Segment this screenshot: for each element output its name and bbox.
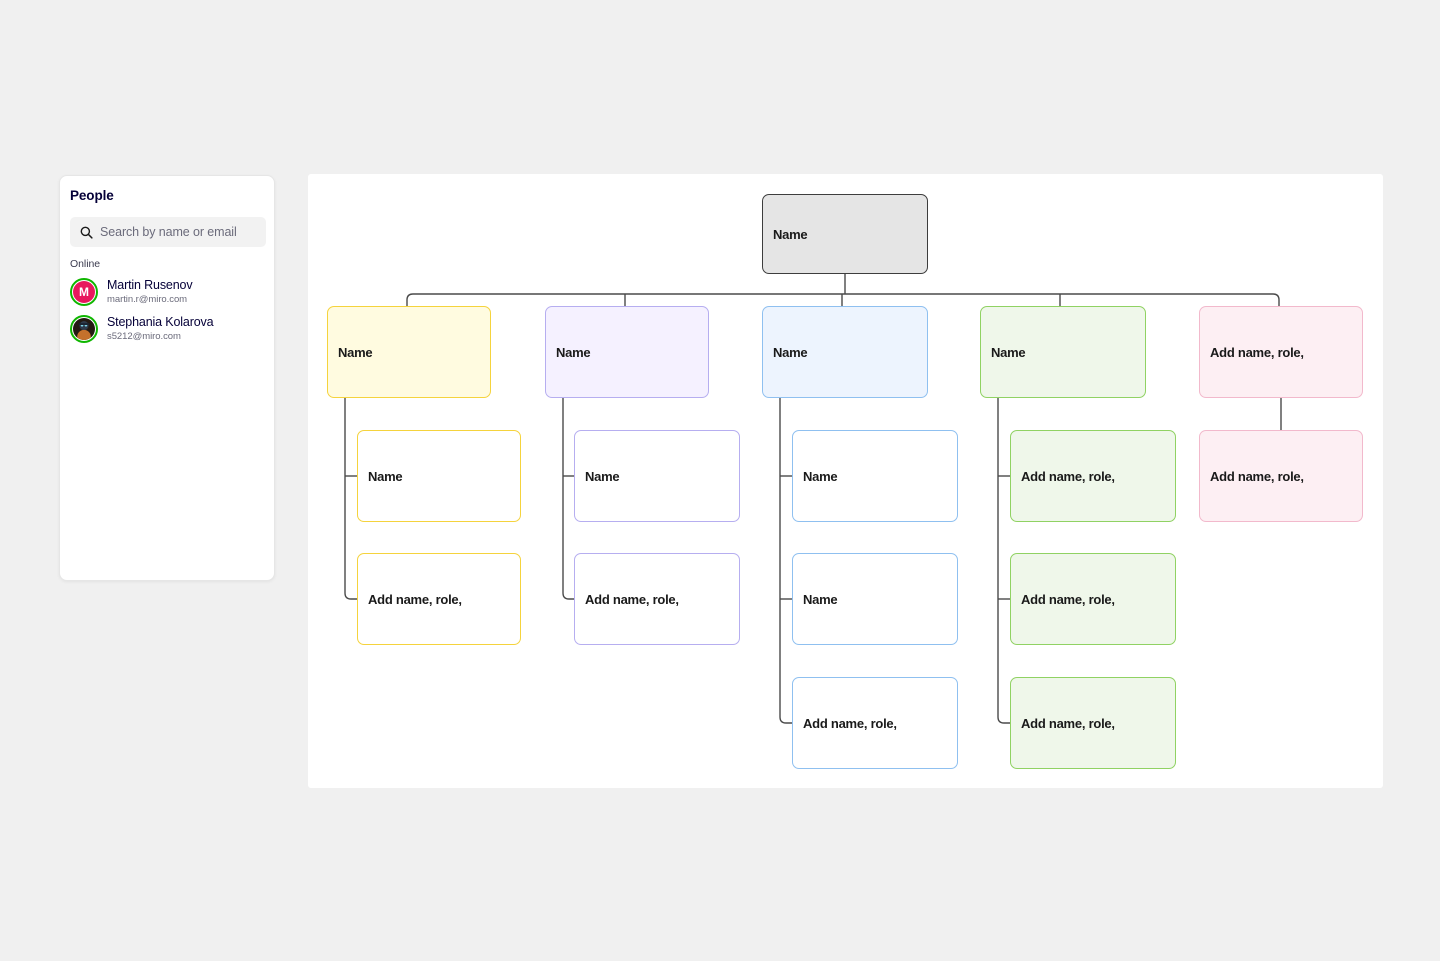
page-title: People	[70, 188, 114, 203]
connector-line	[562, 398, 574, 600]
org-node-label: Add name, role,	[1021, 715, 1115, 731]
org-node[interactable]: Add name, role,	[1010, 553, 1176, 645]
avatar	[70, 315, 98, 343]
org-node-label: Name	[991, 344, 1026, 360]
org-node-label: Name	[803, 591, 838, 607]
online-section-label: Online	[70, 258, 101, 270]
org-node[interactable]: Name	[545, 306, 709, 398]
org-node-label: Name	[773, 226, 808, 242]
org-node[interactable]: Add name, role,	[1010, 677, 1176, 769]
search-input[interactable]: Search by name or email	[70, 217, 266, 247]
org-node[interactable]: Name	[327, 306, 491, 398]
org-node-label: Add name, role,	[368, 591, 462, 607]
org-node-label: Name	[585, 468, 620, 484]
person-name: Martin Rusenov	[107, 278, 193, 293]
org-node[interactable]: Name	[980, 306, 1146, 398]
org-node-label: Name	[803, 468, 838, 484]
list-item[interactable]: M Martin Rusenov martin.r@miro.com	[70, 275, 266, 309]
org-node-label: Name	[368, 468, 403, 484]
org-node[interactable]: Add name, role,	[574, 553, 740, 645]
org-node[interactable]: Name	[762, 194, 928, 274]
org-node[interactable]: Add name, role,	[792, 677, 958, 769]
org-node[interactable]: Name	[792, 553, 958, 645]
person-name: Stephania Kolarova	[107, 315, 214, 330]
avatar-photo	[73, 318, 95, 340]
search-icon	[80, 226, 93, 239]
org-node[interactable]: Add name, role,	[1199, 430, 1363, 522]
org-node-label: Add name, role,	[1021, 591, 1115, 607]
org-node-label: Add name, role,	[1021, 468, 1115, 484]
org-node-label: Add name, role,	[1210, 344, 1304, 360]
org-chart-connectors	[344, 274, 1282, 724]
list-item[interactable]: Stephania Kolarova s5212@miro.com	[70, 312, 266, 346]
search-placeholder: Search by name or email	[100, 225, 237, 239]
org-node-label: Name	[338, 344, 373, 360]
org-node[interactable]: Name	[357, 430, 521, 522]
person-email: martin.r@miro.com	[107, 293, 188, 305]
org-node-label: Add name, role,	[803, 715, 897, 731]
org-node[interactable]: Name	[792, 430, 958, 522]
connector-line	[997, 398, 1010, 724]
avatar: M	[70, 278, 98, 306]
org-node[interactable]: Add name, role,	[1199, 306, 1363, 398]
org-node[interactable]: Name	[574, 430, 740, 522]
org-node-label: Add name, role,	[585, 591, 679, 607]
avatar-photo-image	[73, 318, 95, 340]
connector-line	[406, 293, 1280, 301]
person-details: Martin Rusenov martin.r@miro.com	[107, 278, 193, 305]
org-node-label: Name	[556, 344, 591, 360]
connector-line	[344, 398, 357, 600]
person-details: Stephania Kolarova s5212@miro.com	[107, 315, 214, 342]
person-email: s5212@miro.com	[107, 330, 181, 342]
org-node[interactable]: Add name, role,	[1010, 430, 1176, 522]
org-node[interactable]: Name	[762, 306, 928, 398]
avatar-initial: M	[73, 281, 95, 303]
org-node-label: Add name, role,	[1210, 468, 1304, 484]
org-node-label: Name	[773, 344, 808, 360]
connector-line	[779, 398, 792, 724]
people-panel: People Search by name or email Online M …	[59, 175, 275, 581]
org-node[interactable]: Add name, role,	[357, 553, 521, 645]
